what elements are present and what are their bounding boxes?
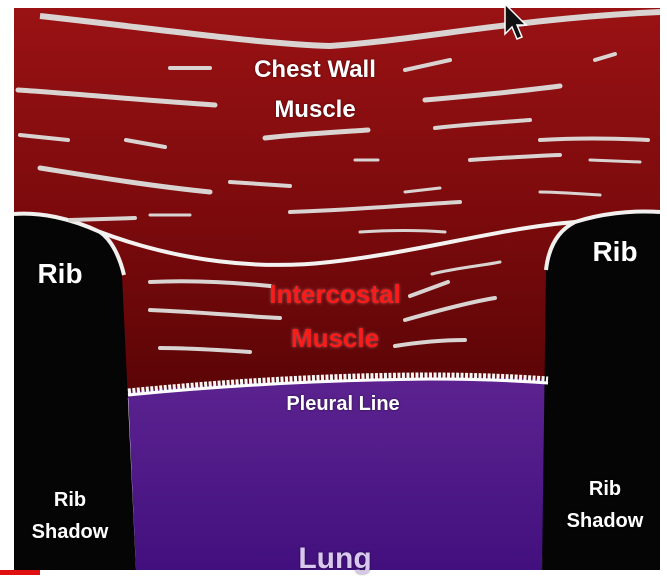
rib-shadow-left-label-line2: Shadow (20, 521, 120, 544)
rib-shadow-right-label-line2: Shadow (555, 510, 655, 533)
intercostal-label-line1: Intercostal (235, 280, 435, 310)
rib-right-label: Rib (575, 236, 655, 268)
pleural-line-label: Pleural Line (258, 393, 428, 416)
rib-shadow-right-label-line1: Rib (555, 478, 655, 501)
progress-marker (0, 570, 40, 575)
chest-wall-label-line1: Chest Wall (215, 56, 415, 84)
chest-wall-label-line2: Muscle (215, 96, 415, 124)
lung-label: Lung (275, 542, 395, 577)
rib-left-label: Rib (20, 258, 100, 290)
rib-shadow-left-label-line1: Rib (20, 489, 120, 512)
intercostal-label-line2: Muscle (235, 324, 435, 354)
